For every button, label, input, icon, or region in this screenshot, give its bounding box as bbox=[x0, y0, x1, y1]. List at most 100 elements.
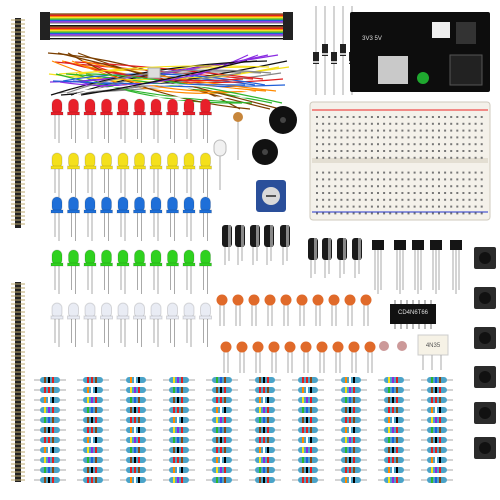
resistor-icon bbox=[120, 377, 152, 383]
led-icon bbox=[133, 249, 146, 294]
resistor-icon bbox=[34, 467, 66, 473]
resistor-icon bbox=[77, 427, 109, 433]
optocoupler-icon bbox=[417, 334, 449, 370]
led-icon bbox=[182, 98, 196, 143]
ceramic-capacitor-icon bbox=[220, 341, 232, 373]
led-icon bbox=[67, 152, 80, 197]
ceramic-capacitor-icon bbox=[268, 341, 280, 373]
resistor-icon bbox=[421, 447, 453, 453]
power-module-board bbox=[350, 12, 490, 92]
resistor-icon bbox=[206, 437, 238, 443]
led-icon bbox=[199, 249, 212, 294]
resistor-icon bbox=[34, 457, 66, 463]
resistor-icon bbox=[378, 467, 410, 473]
resistor-icon bbox=[249, 447, 281, 453]
led-icon bbox=[417, 72, 429, 84]
ceramic-capacitor-icon bbox=[216, 294, 228, 326]
led-icon bbox=[199, 152, 212, 197]
ceramic-capacitor-icon bbox=[236, 341, 248, 373]
resistor-icon bbox=[34, 477, 66, 483]
resistor-icon bbox=[77, 377, 109, 383]
resistor-icon bbox=[163, 397, 195, 403]
resistor-icon bbox=[120, 437, 152, 443]
resistor-icon bbox=[77, 447, 109, 453]
resistor-icon bbox=[292, 447, 324, 453]
resistor-icon bbox=[335, 437, 367, 443]
led-icon bbox=[50, 249, 64, 294]
led-icon bbox=[116, 98, 130, 143]
resistor-icon bbox=[249, 457, 281, 463]
power-supply-module bbox=[350, 12, 490, 92]
resistor-icon bbox=[77, 457, 109, 463]
resistor-icon bbox=[421, 377, 453, 383]
resistor-icon bbox=[206, 457, 238, 463]
resistor-array bbox=[34, 377, 453, 483]
breadboard bbox=[309, 101, 491, 221]
push-button-icon bbox=[474, 287, 496, 309]
resistor-icon bbox=[378, 477, 410, 483]
electrolytic-capacitor-icon bbox=[308, 238, 318, 278]
resistor-icon bbox=[120, 477, 152, 483]
resistor-icon bbox=[378, 377, 410, 383]
electrolytic-capacitor-icon bbox=[322, 238, 332, 278]
ceramic-capacitor-icon bbox=[360, 294, 372, 326]
resistor-icon bbox=[249, 437, 281, 443]
resistor-icon bbox=[249, 427, 281, 433]
resistor-icon bbox=[163, 467, 195, 473]
electrolytic-capacitors bbox=[222, 225, 362, 278]
resistor-icon bbox=[163, 387, 195, 393]
ceramic-capacitor-icon bbox=[348, 341, 360, 373]
led-icon bbox=[166, 302, 179, 347]
resistor-icon bbox=[292, 387, 324, 393]
resistor-icon bbox=[120, 407, 152, 413]
ceramic-capacitor-icon bbox=[328, 294, 340, 326]
resistor-icon bbox=[120, 397, 152, 403]
resistor-icon bbox=[335, 397, 367, 403]
led-icon bbox=[199, 98, 212, 143]
breadboard-icon bbox=[309, 101, 491, 221]
photoresistor-icon bbox=[233, 112, 243, 160]
resistor-icon bbox=[421, 417, 453, 423]
ceramic-capacitor-icon bbox=[252, 341, 264, 373]
resistor-icon bbox=[206, 467, 238, 473]
electrolytic-capacitor-icon bbox=[222, 225, 232, 265]
resistor-icon bbox=[378, 417, 410, 423]
resistor-icon bbox=[335, 457, 367, 463]
led-icon bbox=[100, 98, 113, 143]
resistor-icon bbox=[249, 387, 281, 393]
electrolytic-capacitor-icon bbox=[352, 238, 362, 278]
resistor-icon bbox=[249, 407, 281, 413]
led-icon bbox=[67, 302, 80, 347]
led-icon bbox=[133, 196, 146, 241]
ceramic-capacitor-icon bbox=[280, 294, 292, 326]
resistor-icon bbox=[292, 377, 324, 383]
led-grid bbox=[50, 98, 212, 347]
led-icon bbox=[166, 249, 179, 294]
led-icon bbox=[83, 196, 97, 241]
resistor-icon bbox=[77, 387, 109, 393]
potentiometer-icon bbox=[256, 180, 286, 212]
electrolytic-capacitor-icon bbox=[235, 225, 245, 265]
jumper-wire-icon bbox=[47, 52, 290, 110]
led-icon bbox=[50, 98, 64, 143]
resistor-icon bbox=[249, 467, 281, 473]
ceramic-capacitor-icon bbox=[284, 341, 296, 373]
resistor-icon bbox=[335, 407, 367, 413]
resistor-icon bbox=[249, 477, 281, 483]
diode-icon bbox=[313, 6, 319, 95]
resistor-icon bbox=[335, 467, 367, 473]
resistor-icon bbox=[77, 477, 109, 483]
resistor-icon bbox=[249, 397, 281, 403]
electrolytic-capacitor-icon bbox=[264, 225, 274, 265]
resistor-icon bbox=[378, 387, 410, 393]
resistor-icon bbox=[421, 387, 453, 393]
resistor-icon bbox=[335, 427, 367, 433]
led-icon bbox=[50, 302, 64, 347]
resistor-icon bbox=[163, 377, 195, 383]
resistor-icon bbox=[378, 437, 410, 443]
resistor-icon bbox=[34, 447, 66, 453]
resistor-icon bbox=[378, 427, 410, 433]
ceramic-capacitor-icon bbox=[332, 341, 344, 373]
led-icon bbox=[83, 98, 97, 143]
